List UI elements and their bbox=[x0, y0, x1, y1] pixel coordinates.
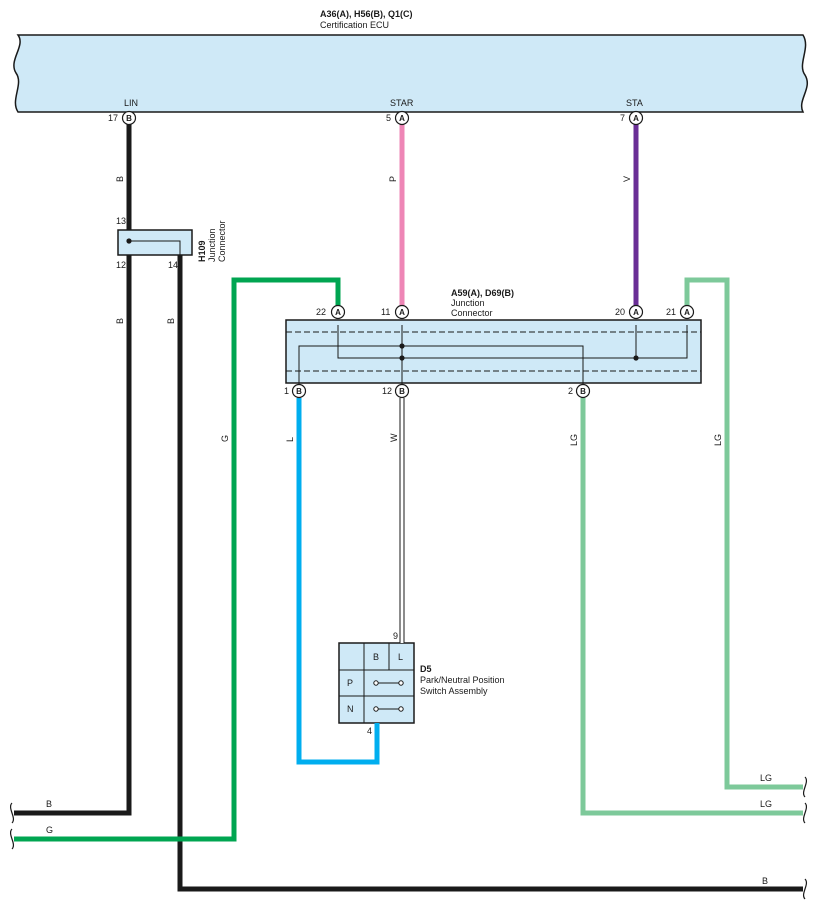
h109-pin-14-label: 14 bbox=[168, 260, 178, 270]
h109-splice-dot bbox=[126, 238, 132, 244]
wire-color-pin1: L bbox=[285, 437, 295, 442]
ecu-pin-5-connector-letter: A bbox=[399, 114, 405, 123]
junction-pin-20-connector-letter: A bbox=[633, 308, 639, 317]
wire-color-h109-14: B bbox=[166, 318, 176, 324]
h109-line2-label: Connector bbox=[217, 220, 227, 262]
junction-pin-11-connector-letter: A bbox=[399, 308, 405, 317]
junction-splice-dot bbox=[399, 355, 405, 361]
break-mark-right-lg2 bbox=[802, 802, 808, 824]
junction-pin-1-circle: B bbox=[291, 383, 307, 399]
switch-column-b-label: B bbox=[373, 652, 379, 662]
wire-color-pin21: LG bbox=[713, 434, 723, 446]
ecu-pin-star-label: STAR bbox=[390, 98, 414, 108]
junction-pin-22-circle: A bbox=[330, 304, 346, 320]
ecu-pin-lin-label: LIN bbox=[124, 98, 138, 108]
junction-pin-11-number: 11 bbox=[381, 307, 390, 317]
output-lg-lower-label: LG bbox=[760, 799, 772, 809]
wire-lg-pin21 bbox=[684, 277, 803, 790]
switch-pin-4-label: 4 bbox=[367, 726, 372, 736]
wire-color-pin12: W bbox=[389, 433, 399, 442]
switch-line1-label: Park/Neutral Position bbox=[420, 675, 505, 685]
h109-pin-13-label: 13 bbox=[116, 216, 126, 226]
wire-h109-14-black bbox=[177, 255, 803, 892]
break-mark-right-lg1 bbox=[802, 776, 808, 798]
junction-a59-line1-label: Junction bbox=[451, 298, 485, 308]
switch-contacts bbox=[373, 680, 404, 712]
junction-connector-a59-box bbox=[285, 319, 702, 384]
ecu-pin-7-connector-letter: A bbox=[633, 114, 639, 123]
output-b-left-label: B bbox=[46, 799, 52, 809]
ecu-pin-7-number: 7 bbox=[620, 113, 625, 123]
wire-color-pin2: LG bbox=[569, 434, 579, 446]
wire-color-h109-12: B bbox=[115, 318, 125, 324]
wire-color-lin-upper: B bbox=[115, 176, 125, 182]
h109-internal-wire bbox=[129, 240, 181, 258]
junction-pin-20-number: 20 bbox=[615, 307, 625, 317]
junction-pin-1-number: 1 bbox=[284, 386, 289, 396]
wire-l-blue bbox=[296, 398, 380, 765]
ecu-pin-7-circle: A bbox=[628, 110, 644, 126]
switch-pin-9-label: 9 bbox=[393, 631, 398, 641]
junction-pin-1-connector-letter: B bbox=[296, 387, 302, 396]
junction-splice-dot bbox=[399, 343, 405, 349]
certification-ecu-box bbox=[13, 34, 808, 113]
junction-a59-id-label: A59(A), D69(B) bbox=[451, 288, 514, 298]
junction-pin-21-circle: A bbox=[679, 304, 695, 320]
junction-splice-dot bbox=[633, 355, 639, 361]
break-mark-left-g bbox=[9, 828, 15, 850]
ecu-pin-17-connector-letter: B bbox=[126, 114, 132, 123]
junction-pin-2-connector-letter: B bbox=[580, 387, 586, 396]
ecu-pin-17-circle: B bbox=[121, 110, 137, 126]
wire-lg-pin2 bbox=[580, 398, 803, 816]
junction-pin-22-number: 22 bbox=[316, 307, 326, 317]
h109-id-label: H109 bbox=[197, 240, 207, 262]
break-mark-right-b bbox=[802, 878, 808, 900]
ecu-pin-5-number: 5 bbox=[386, 113, 391, 123]
junction-a59-line2-label: Connector bbox=[451, 308, 493, 318]
output-b-bottom-label: B bbox=[762, 876, 768, 886]
wire-h109-12-black bbox=[14, 255, 132, 816]
wire-color-star: P bbox=[388, 176, 398, 182]
ecu-pin-5-circle: A bbox=[394, 110, 410, 126]
switch-row-p-label: P bbox=[347, 678, 353, 688]
junction-pin-12-connector-letter: B bbox=[399, 387, 405, 396]
wire-g-green bbox=[14, 277, 341, 842]
wire-color-sta: V bbox=[622, 176, 632, 182]
junction-pin-20-circle: A bbox=[628, 304, 644, 320]
switch-id-label: D5 bbox=[420, 664, 432, 674]
switch-line2-label: Switch Assembly bbox=[420, 686, 488, 696]
junction-pin-2-circle: B bbox=[575, 383, 591, 399]
switch-column-l-label: L bbox=[398, 652, 403, 662]
h109-label-group: H109 Junction Connector bbox=[197, 220, 227, 262]
ecu-name-label: Certification ECU bbox=[320, 20, 389, 30]
break-mark-left-b bbox=[9, 802, 15, 824]
junction-pin-12-number: 12 bbox=[382, 386, 392, 396]
h109-pin-12-label: 12 bbox=[116, 260, 126, 270]
junction-pin-11-circle: A bbox=[394, 304, 410, 320]
junction-pin-21-connector-letter: A bbox=[684, 308, 690, 317]
output-g-left-label: G bbox=[46, 825, 53, 835]
ecu-pin-sta-label: STA bbox=[626, 98, 643, 108]
switch-row-n-label: N bbox=[347, 704, 354, 714]
junction-pin-12-circle: B bbox=[394, 383, 410, 399]
h109-line1-label: Junction bbox=[207, 228, 217, 262]
junction-pin-22-connector-letter: A bbox=[335, 308, 341, 317]
ecu-connectors-label: A36(A), H56(B), Q1(C) bbox=[320, 9, 413, 19]
wire-color-green-left: G bbox=[220, 435, 230, 442]
junction-pin-2-number: 2 bbox=[568, 386, 573, 396]
ecu-pin-17-number: 17 bbox=[108, 113, 118, 123]
junction-pin-21-number: 21 bbox=[666, 307, 676, 317]
wire-break-marks bbox=[9, 776, 808, 900]
output-lg-upper-label: LG bbox=[760, 773, 772, 783]
